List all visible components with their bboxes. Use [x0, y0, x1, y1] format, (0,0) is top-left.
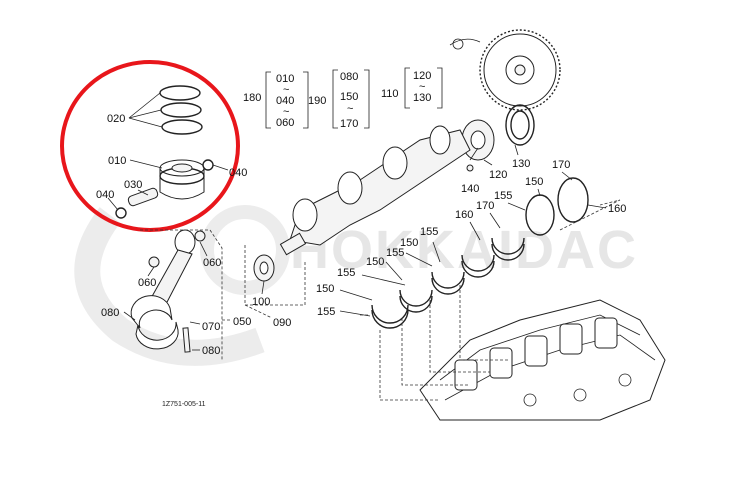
part-labels: 020 010 040 030 040 060 060 080 070 050 … — [96, 113, 626, 357]
leader-lines — [107, 92, 519, 351]
label-130: 130 — [512, 158, 530, 170]
watermark-swoosh — [74, 207, 265, 366]
label-155-mid: 155 — [420, 226, 438, 238]
label-155-left: 155 — [337, 267, 355, 279]
bracket-180-label: 180 — [243, 92, 261, 104]
label-060-left: 060 — [138, 277, 156, 289]
label-155-top: 155 — [494, 190, 512, 202]
label-150-top: 150 — [525, 176, 543, 188]
crankshaft — [279, 125, 471, 256]
label-010: 010 — [108, 155, 126, 167]
bearing-leaders — [339, 171, 607, 317]
label-080-left: 080 — [101, 307, 119, 319]
label-160-mid: 160 — [455, 209, 473, 221]
svg-text:060: 060 — [276, 117, 294, 129]
label-150-low: 150 — [316, 283, 334, 295]
label-080-bottom: 080 — [202, 345, 220, 357]
svg-text:010: 010 — [276, 73, 294, 85]
label-040-right: 040 — [229, 167, 247, 179]
svg-text:170: 170 — [340, 118, 358, 130]
label-155-low: 155 — [317, 306, 335, 318]
connecting-rod — [130, 229, 206, 353]
label-160-right: 160 — [608, 203, 626, 215]
svg-text:~: ~ — [347, 103, 353, 115]
label-170-top: 170 — [552, 159, 570, 171]
highlight-circle — [60, 60, 240, 232]
svg-text:150: 150 — [340, 91, 358, 103]
svg-text:~: ~ — [283, 84, 289, 96]
label-020: 020 — [107, 113, 125, 125]
cylinder-block — [419, 299, 666, 421]
bracket-110-label: 110 — [381, 88, 399, 100]
label-050: 050 — [233, 316, 251, 328]
svg-text:~: ~ — [419, 81, 425, 93]
piston-assembly — [115, 85, 214, 219]
label-100: 100 — [252, 296, 270, 308]
bracket-190-label: 190 — [308, 95, 326, 107]
watermark-brand-text: HOKKAIDAC — [290, 220, 638, 280]
label-060-right: 060 — [203, 257, 221, 269]
label-090: 090 — [273, 317, 291, 329]
label-155-mid2: 155 — [386, 247, 404, 259]
svg-text:120: 120 — [413, 70, 431, 82]
bracket-190: 190 080 150 ~ 170 — [308, 69, 370, 130]
drawing-code: 1Z751-005-11 — [162, 401, 206, 408]
svg-text:~: ~ — [283, 106, 289, 118]
label-070: 070 — [202, 321, 220, 333]
label-140: 140 — [461, 183, 479, 195]
label-030: 030 — [124, 179, 142, 191]
svg-text:080: 080 — [340, 71, 358, 83]
svg-text:130: 130 — [413, 92, 431, 104]
label-150-mid: 150 — [400, 237, 418, 249]
bracket-180: 180 010 ~ 040 ~ 060 — [243, 71, 309, 129]
label-040-left: 040 — [96, 189, 114, 201]
flywheel-gear — [449, 29, 561, 111]
label-120: 120 — [489, 169, 507, 181]
crank-pulley-gear — [253, 254, 275, 282]
label-170-mid: 170 — [476, 200, 494, 212]
svg-text:040: 040 — [276, 95, 294, 107]
label-150-left: 150 — [366, 256, 384, 268]
bracket-110: 110 120 ~ 130 — [381, 67, 443, 109]
